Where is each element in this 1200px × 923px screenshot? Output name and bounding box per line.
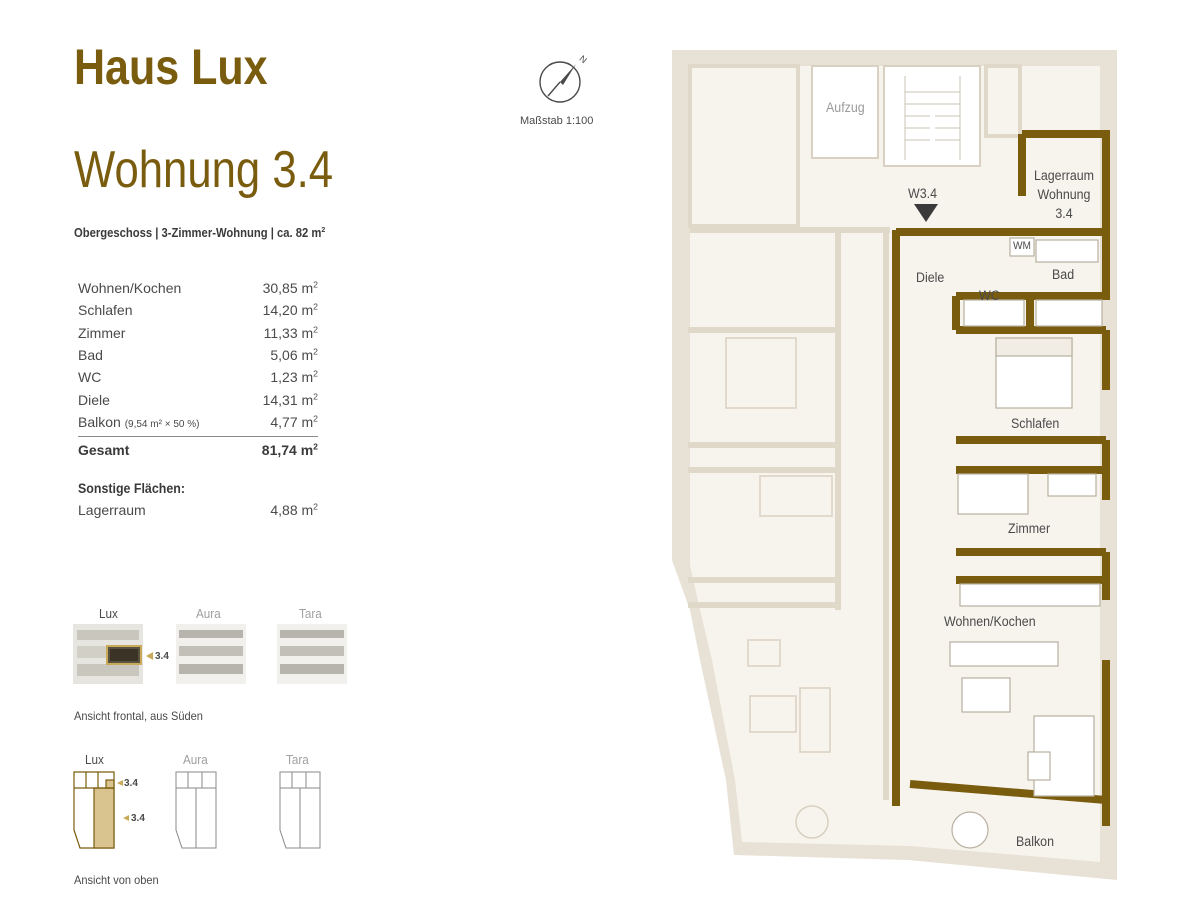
label-bad: Bad: [1052, 267, 1075, 282]
balcony-note: (9,54 m² × 50 %): [124, 418, 200, 430]
front-view-marker: 3.4: [155, 651, 169, 662]
view-top-label-tara: Tara: [286, 752, 309, 767]
stair-core: [688, 64, 1022, 233]
scale-label: Maßstab 1:100: [520, 115, 594, 127]
total-divider: [78, 436, 318, 438]
label-schlafen: Schlafen: [1011, 416, 1060, 431]
north-arrow-icon: N: [539, 53, 588, 103]
front-view-caption: Ansicht frontal, aus Süden: [74, 709, 203, 723]
label-diele: Diele: [916, 270, 945, 285]
top-view-aura: [175, 771, 217, 849]
label-wm: WM: [1013, 240, 1031, 252]
label-balkon: Balkon: [1016, 834, 1054, 849]
top-view-thumbnails: [73, 771, 321, 849]
apartment-furniture: [949, 237, 1103, 849]
unit-subtitle: Obergeschoss | 3-Zimmer-Wohnung | ca. 82…: [74, 224, 326, 240]
label-lagerraum: Lagerraum Wohnung 3.4: [1033, 168, 1095, 221]
label-wc: WC: [979, 288, 1000, 303]
top-view-tara: [279, 771, 321, 849]
view-front-label-aura: Aura: [196, 606, 221, 621]
view-front-label-tara: Tara: [299, 606, 322, 621]
top-view-marker-upper: 3.4: [124, 778, 138, 789]
area-row: Balkon (9,54 m² × 50 %)4,77 m2: [78, 413, 318, 430]
other-areas-heading: Sonstige Flächen:: [78, 481, 185, 496]
label-entrance: W3.4: [908, 186, 937, 201]
front-view-lux: [73, 624, 143, 684]
label-zimmer: Zimmer: [1008, 521, 1051, 536]
view-top-label-lux: Lux: [85, 752, 104, 767]
front-view-thumbnails: [73, 624, 347, 684]
top-view-marker-lower: 3.4: [131, 813, 145, 824]
label-wohnen: Wohnen/Kochen: [944, 614, 1036, 629]
front-view-tara: [277, 624, 347, 684]
front-view-aura: [176, 624, 246, 684]
north-label: N: [577, 53, 588, 65]
view-top-label-aura: Aura: [183, 752, 208, 767]
apartment-walls: [892, 130, 1110, 826]
entrance-arrow-icon: [914, 204, 938, 222]
label-aufzug: Aufzug: [826, 100, 865, 115]
top-view-lux: [73, 771, 115, 849]
view-front-label-lux: Lux: [99, 606, 118, 621]
building-title: Haus Lux: [74, 39, 268, 95]
top-view-caption: Ansicht von oben: [74, 873, 159, 887]
unit-title: Wohnung 3.4: [74, 141, 334, 199]
neighbour-apartment: [688, 230, 889, 839]
